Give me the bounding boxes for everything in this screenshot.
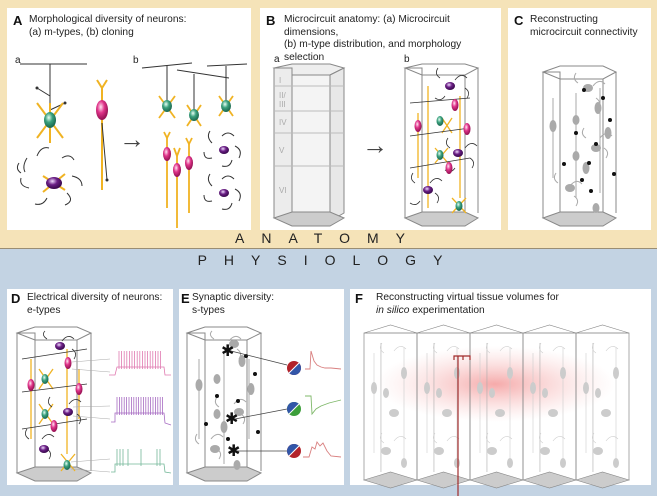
- layer-iv-label: IV: [279, 118, 287, 127]
- layer-vi-label: VI: [279, 186, 287, 195]
- e-type-column: [15, 326, 172, 482]
- synapse-marker-icon: ✱: [221, 341, 234, 360]
- panel-b-title: Microcircuit anatomy: (a) Microcircuit d…: [284, 14, 501, 64]
- panel-a-letter: A: [13, 13, 23, 28]
- panel-d-letter: D: [11, 291, 21, 306]
- synapse-marker-icon: ✱: [227, 441, 240, 460]
- e-trace-green: [111, 463, 172, 474]
- layer-ii-iii-label: II/: [279, 91, 286, 100]
- panel-e-title: Synaptic diversity: s-types: [192, 292, 274, 317]
- panel-a: A Morphological diversity of neurons: (a…: [7, 8, 251, 230]
- panel-b-title-line1: Microcircuit anatomy: (a) Microcircuit d…: [284, 14, 450, 38]
- s-type-column: ✱ ✱ ✱: [185, 326, 342, 482]
- psp-trace-inhibitory: [305, 395, 342, 416]
- panel-e: E Synaptic diversity: s-types ✱ ✱: [179, 289, 344, 485]
- panel-e-title-line1: Synaptic diversity:: [192, 292, 275, 303]
- panel-f-title-line1: Reconstructing virtual tissue volumes fo…: [376, 292, 559, 303]
- basket-neuron: [20, 63, 87, 143]
- layer-v-label: V: [279, 146, 285, 155]
- synapse-dots: [562, 88, 616, 193]
- psp-trace-excitatory: [305, 350, 342, 370]
- chandelier-neuron: [16, 147, 83, 206]
- pyramidal-neuron: [96, 79, 109, 190]
- panel-d-title-line1: Electrical diversity of neurons:: [27, 292, 163, 303]
- anatomy-label: ANATOMY: [235, 230, 422, 246]
- cloned-neurons: [141, 62, 248, 228]
- panel-b-title-line2: (b) m-type distribution, and morphology …: [284, 39, 462, 63]
- tissue-column: [468, 324, 525, 489]
- microcircuit-column-b: [403, 63, 480, 227]
- panel-b-sub-a: a: [274, 54, 280, 65]
- panel-d: D Electrical diversity of neurons: e-typ…: [7, 289, 173, 485]
- panel-a-sub-a: a: [15, 55, 21, 66]
- recording-region: [375, 346, 615, 422]
- layer-ii-iii-label-2: III: [279, 100, 286, 109]
- panel-e-title-line2: s-types: [192, 304, 225, 316]
- panel-c-letter: C: [514, 13, 524, 28]
- panel-c-title-line1: Reconstructing: [530, 14, 598, 25]
- e-trace-pink: [109, 366, 171, 376]
- panel-a-illustration: [16, 62, 248, 228]
- arrow-icon: →: [362, 130, 388, 160]
- panel-f-title-italic: in silico: [376, 304, 410, 316]
- panel-f-title-rest: experimentation: [409, 304, 485, 316]
- synapse-ei-icon: [287, 402, 301, 416]
- virtual-tissue-volume: [362, 324, 631, 496]
- layer-i-label: I: [279, 76, 281, 85]
- panel-c-title: Reconstructing microcircuit connectivity: [530, 14, 638, 39]
- panel-a-title: Morphological diversity of neurons: (a) …: [29, 14, 186, 39]
- panel-a-title-line2: (a) m-types, (b) cloning: [29, 26, 134, 38]
- panel-a-title-line1: Morphological diversity of neurons:: [29, 14, 187, 25]
- panel-b-sub-b: b: [404, 54, 410, 65]
- synapse-ee-icon: [287, 361, 301, 375]
- panel-a-sub-b: b: [133, 55, 139, 66]
- synapse-ie-icon: [287, 444, 301, 458]
- psp-trace-facilitating: [303, 441, 342, 458]
- panel-c-title-line2: microcircuit connectivity: [530, 26, 638, 38]
- synapse-marker-icon: ✱: [225, 409, 238, 428]
- panel-b-letter: B: [266, 13, 276, 28]
- physiology-label: PHYSIOLOGY: [197, 252, 460, 268]
- panel-f-title: Reconstructing virtual tissue volumes fo…: [376, 292, 559, 317]
- panel-f-letter: F: [355, 291, 363, 306]
- e-trace-purple: [111, 412, 172, 426]
- electrode: [453, 355, 471, 496]
- panel-c: C Reconstructing microcircuit connectivi…: [508, 8, 651, 230]
- microcircuit-column-a: I II/ III IV V VI: [272, 63, 346, 227]
- panel-f: F Reconstructing virtual tissue volumes …: [350, 289, 651, 496]
- tissue-column: [574, 324, 631, 489]
- tissue-column: [521, 324, 578, 489]
- panel-e-letter: E: [181, 291, 190, 306]
- panel-f-title-line2: in silico experimentation: [376, 305, 559, 318]
- arrow-icon: →: [119, 124, 145, 154]
- panel-d-title: Electrical diversity of neurons: e-types: [27, 292, 162, 317]
- panel-b: B Microcircuit anatomy: (a) Microcircuit…: [260, 8, 501, 230]
- connectivity-column: [541, 65, 618, 227]
- panel-d-title-line2: e-types: [27, 304, 61, 316]
